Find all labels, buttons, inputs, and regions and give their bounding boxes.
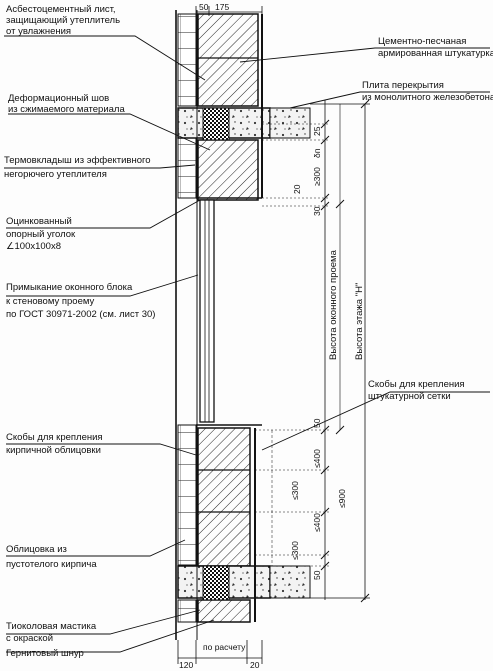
top-dimension: 50 175 — [195, 2, 263, 16]
dim-r-up-3: 20 — [292, 184, 302, 194]
label-gernit: Гернитовый шнур — [6, 648, 84, 659]
label-facing-0: Облицовка из — [6, 544, 67, 555]
dim-r-up-2: ≥300 — [312, 167, 322, 186]
label-facing: Облицовка из пустотелого кирпича — [6, 544, 97, 570]
label-asbestos-0: Асбестоцементный лист, — [6, 4, 116, 15]
label-deform-0: Деформационный шов — [8, 93, 109, 104]
label-thermo: Термовкладыш из эффективного негорючего … — [4, 155, 151, 180]
right-lower-dims: 50 ≤400 ≤300 ≤400 ≤300 ≤900 50 — [290, 418, 347, 580]
right-upper-dims: 25 δп ≥300 20 30 — [292, 126, 322, 216]
label-slab-1: из монолитного железобетона — [362, 92, 493, 103]
dim-r-lo-0: 50 — [312, 418, 322, 428]
dim-top-0: 50 — [199, 2, 209, 12]
label-window: Примыкание оконного блока к стеновому пр… — [6, 282, 155, 320]
label-angle-0: Оцинкованный — [6, 216, 72, 227]
dim-r-up-4: 30 — [312, 206, 322, 216]
masonry-block-layer — [197, 13, 259, 623]
label-mastic-0: Тиоколовая мастика — [6, 621, 97, 632]
label-window-1: к стеновому проему — [6, 296, 94, 307]
label-thermo-1: негорючего утеплителя — [4, 169, 107, 180]
label-asbestos-1: защищающий утеплитель — [6, 15, 120, 26]
label-window-2: по ГОСТ 30971-2002 (см. лист 30) — [6, 309, 155, 320]
label-brackets-mesh-1: штукатурной сетки — [368, 391, 451, 402]
label-plaster-0: Цементно-песчаная — [378, 36, 466, 47]
label-angle-1: опорный уголок — [6, 229, 76, 240]
label-deform: Деформационный шов из сжимаемого материа… — [8, 93, 125, 115]
label-brackets-mesh-0: Скобы для крепления — [368, 379, 465, 390]
label-angle-2: ∠100х100х8 — [6, 241, 61, 252]
label-slab: Плита перекрытия из монолитного железобе… — [362, 80, 493, 103]
label-angle: Оцинкованный опорный уголок ∠100х100х8 — [6, 216, 76, 252]
dim-top-1: 175 — [215, 2, 229, 12]
label-window-0: Примыкание оконного блока — [6, 282, 133, 293]
right-dimension-chain — [255, 99, 370, 603]
dim-r-lo-6: 50 — [312, 570, 322, 580]
label-deform-1: из сжимаемого материала — [8, 104, 125, 115]
dim-r-lo-5: ≤900 — [337, 489, 347, 508]
label-asbestos: Асбестоцементный лист, защищающий утепли… — [6, 4, 120, 37]
dim-bottom-1: по расчету — [203, 642, 246, 652]
dim-r-lo-3: ≤400 — [312, 513, 322, 532]
window-frame — [196, 197, 262, 426]
label-brackets-brick: Скобы для крепления кирпичной облицовки — [6, 432, 103, 456]
label-facing-1: пустотелого кирпича — [6, 559, 97, 570]
dim-bottom-0: 120 — [179, 660, 193, 670]
dim-r-lo-4: ≤300 — [290, 541, 300, 560]
label-mastic-1: с окраской — [6, 633, 53, 644]
label-plaster-1: армированная штукатурка — [378, 48, 493, 59]
label-plaster: Цементно-песчаная армированная штукатурк… — [378, 36, 493, 59]
dim-r-up-0: 25 — [312, 126, 322, 136]
deformation-joint — [202, 107, 230, 601]
label-brackets-mesh: Скобы для крепления штукатурной сетки — [368, 379, 465, 402]
label-brackets-brick-1: кирпичной облицовки — [6, 445, 101, 456]
label-mastic: Тиоколовая мастика с окраской — [6, 621, 97, 644]
dim-r-lo-1: ≤400 — [312, 449, 322, 468]
label-thermo-0: Термовкладыш из эффективного — [4, 155, 151, 166]
label-brackets-brick-0: Скобы для крепления — [6, 432, 103, 443]
label-slab-0: Плита перекрытия — [362, 80, 444, 91]
dim-bottom-2: 20 — [250, 660, 260, 670]
dim-r-lo-2: ≤300 — [290, 481, 300, 500]
label-asbestos-2: от увлажнения — [6, 26, 71, 37]
label-gernit-0: Гернитовый шнур — [6, 648, 84, 659]
window-height-label: Высота оконного проема — [328, 249, 339, 360]
floor-height-label: Высота этажа "Н" — [354, 283, 365, 360]
dim-r-up-1: δп — [312, 148, 322, 158]
bottom-dimension: 120 по расчету 20 — [177, 640, 263, 670]
leader-lines — [4, 35, 490, 653]
